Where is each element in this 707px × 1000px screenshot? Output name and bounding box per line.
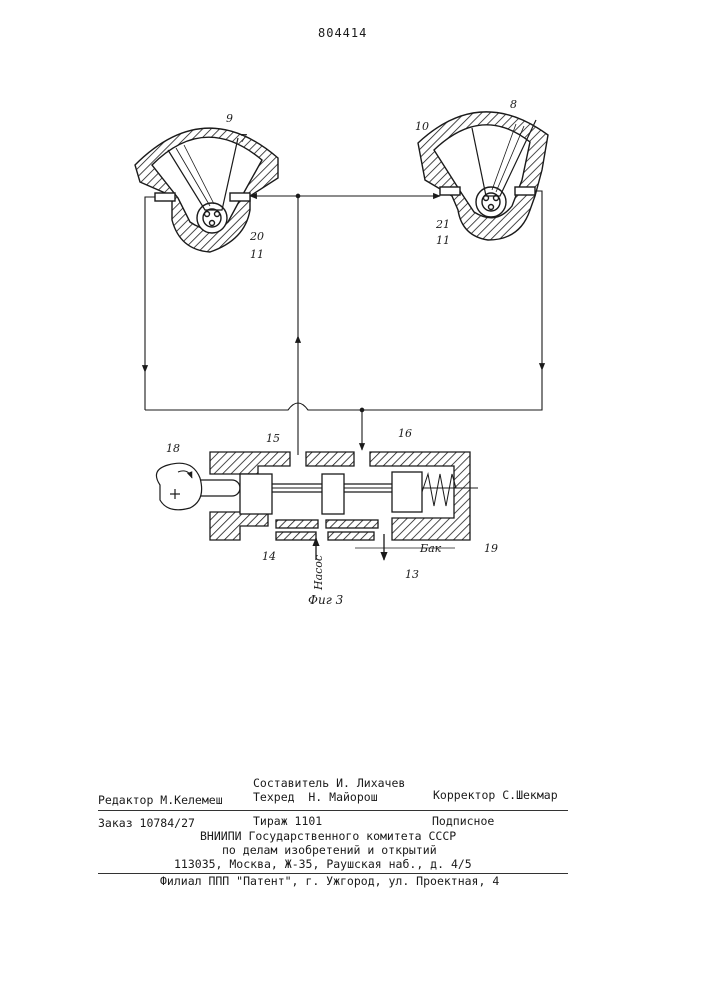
figure-caption: Фиг 3 [308,593,344,607]
label-21: 21 [435,218,450,231]
imprint-order: Заказ 10784/27 [98,818,195,830]
label-14: 14 [262,550,276,563]
label-10: 10 [415,120,429,133]
label-19: 19 [484,542,498,555]
label-9: 9 [226,112,233,125]
imprint-compiler: Составитель И. Лихачев [253,778,405,790]
label-8: 8 [510,98,517,111]
label-13: 13 [405,568,419,581]
imprint-address: 113035, Москва, Ж-35, Раушская наб., д. … [174,859,472,871]
label-7: 7 [240,132,247,145]
label-15: 15 [266,432,280,445]
imprint-branch: Филиал ППП "Патент", г. Ужгород, ул. Про… [160,876,499,888]
imprint-corrector: Корректор С.Шекмар [433,790,558,802]
imprint-techred: Техред Н. Майорош [253,792,378,804]
imprint-rule-top [98,810,568,811]
imprint-subscription: Подписное [432,816,494,828]
label-18: 18 [166,442,180,455]
label-16: 16 [398,427,412,440]
figure-3-drawing: 9 7 20 11 10 8 21 11 15 16 18 19 14 13 Б… [0,0,707,640]
imprint-org-line2: по делам изобретений и открытий [222,845,437,857]
label-11-left: 11 [250,248,264,261]
cam-18 [156,463,201,510]
imprint-org-line1: ВНИИПИ Государственного комитета СССР [200,831,456,843]
label-pump: Насос [312,555,325,591]
label-20: 20 [249,230,264,243]
label-tank: Бак [419,542,442,555]
imprint-circulation: Тираж 1101 [253,816,322,828]
label-11-right: 11 [436,234,450,247]
imprint-editor: Редактор М.Келемеш [98,795,223,807]
